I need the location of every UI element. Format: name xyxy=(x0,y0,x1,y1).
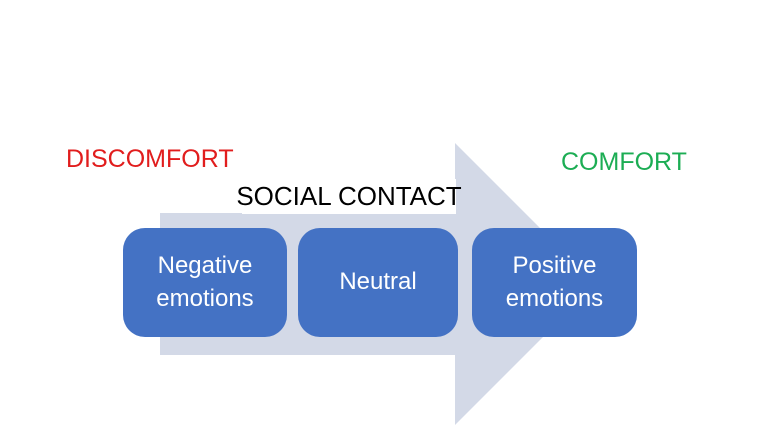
negative-emotions-label: Negative emotions xyxy=(156,252,254,312)
neutral-label: Neutral xyxy=(339,268,417,296)
social-contact-label: SOCIAL CONTACT xyxy=(236,179,462,214)
negative-emotions-box: Negative emotions xyxy=(123,228,287,337)
neutral-box: Neutral xyxy=(298,228,458,337)
positive-emotions-box: Positive emotions xyxy=(472,228,637,337)
discomfort-label: DISCOMFORT xyxy=(66,145,234,173)
positive-emotions-label: Positive emotions xyxy=(505,252,604,312)
comfort-label: COMFORT xyxy=(561,148,687,176)
